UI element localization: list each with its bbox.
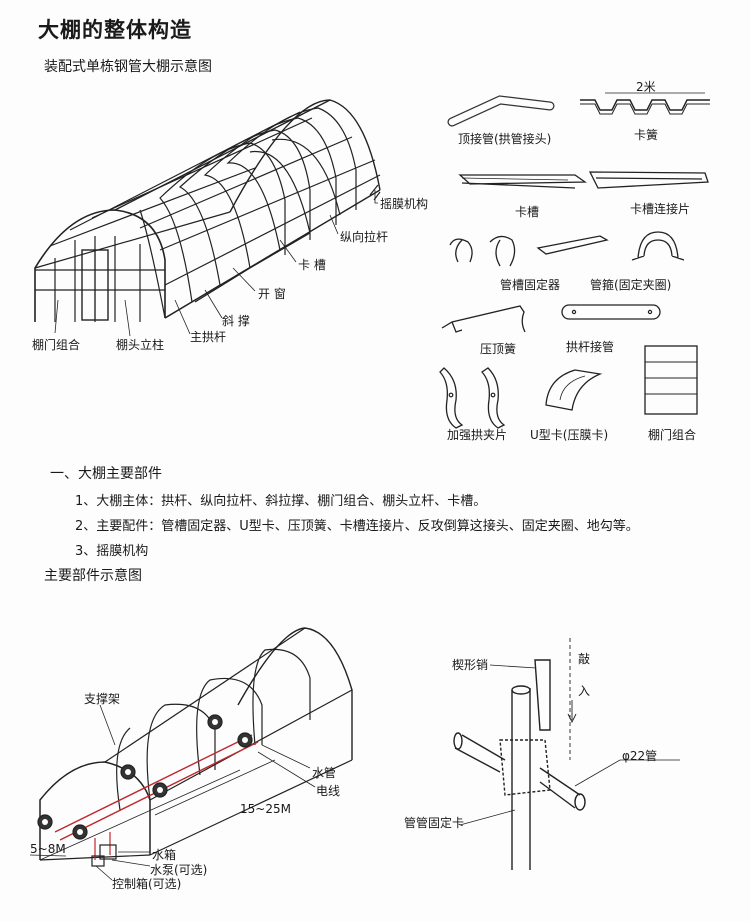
label-film-rolling: 摇膜机构 [380,197,429,211]
label-door: 棚门组合 [32,338,81,352]
parts-heading: 主要部件示意图 [44,568,142,584]
section-item-2: 2、主要配件：管槽固定器、U型卡、压顶簧、卡槽连接片、反攻倒算这接头、固定夹圈、… [75,519,639,534]
page-title: 大棚的整体构造 [38,18,192,42]
greenhouse-illustration [34,99,381,337]
irrigation-illustration [29,627,353,881]
parts-illustrations [439,92,710,429]
label-support: 支撑架 [84,692,121,706]
label-width: 5~8M [30,842,66,856]
label-door-set: 棚门组合 [648,428,697,442]
label-hoop: 管箍(固定夹圈) [590,278,672,292]
label-longitudinal-rod: 纵向拉杆 [340,230,389,244]
label-pipe-diameter: φ22管 [622,749,658,763]
label-in: 入 [578,684,591,698]
label-u-clip: U型卡(压膜卡) [530,428,609,442]
section-heading: 一、大棚主要部件 [50,466,162,482]
label-window: 开 窗 [258,287,286,301]
label-brace: 斜 撑 [222,314,250,328]
label-water-pipe: 水管 [312,766,337,780]
label-reinforce-clip: 加强拱夹片 [447,428,508,442]
label-pump: 水泵(可选) [150,863,208,877]
label-press-spring: 压顶簧 [480,342,517,356]
pipe-joint-illustration [453,638,680,870]
label-groove-part: 卡槽 [515,205,540,219]
label-pipe-fixer: 管管固定卡 [404,816,465,830]
section-item-3: 3、摇膜机构 [75,544,149,559]
label-groove: 卡 槽 [298,258,326,272]
label-groove-connector: 卡槽连接片 [630,202,691,216]
page-subtitle: 装配式单栋钢管大棚示意图 [44,59,212,75]
section-item-1: 1、大棚主体：拱杆、纵向拉杆、斜拉撑、棚门组合、棚头立杆、卡槽。 [75,494,487,509]
label-groove-fixer: 管槽固定器 [500,278,561,292]
label-spring-dimension: 2米 [636,80,656,94]
label-tank: 水箱 [152,848,177,862]
label-rod-joint: 拱杆接管 [566,340,615,354]
label-knock: 敲 [578,652,591,666]
label-control: 控制箱(可选) [112,877,182,891]
label-length: 15~25M [240,802,291,816]
label-spring: 卡簧 [634,128,659,142]
label-wire: 电线 [316,784,341,798]
label-end-post: 棚头立柱 [116,338,165,352]
label-top-pipe: 顶接管(拱管接头) [458,132,552,146]
label-wedge-pin: 楔形销 [452,658,489,672]
label-main-arch: 主拱杆 [190,330,227,344]
